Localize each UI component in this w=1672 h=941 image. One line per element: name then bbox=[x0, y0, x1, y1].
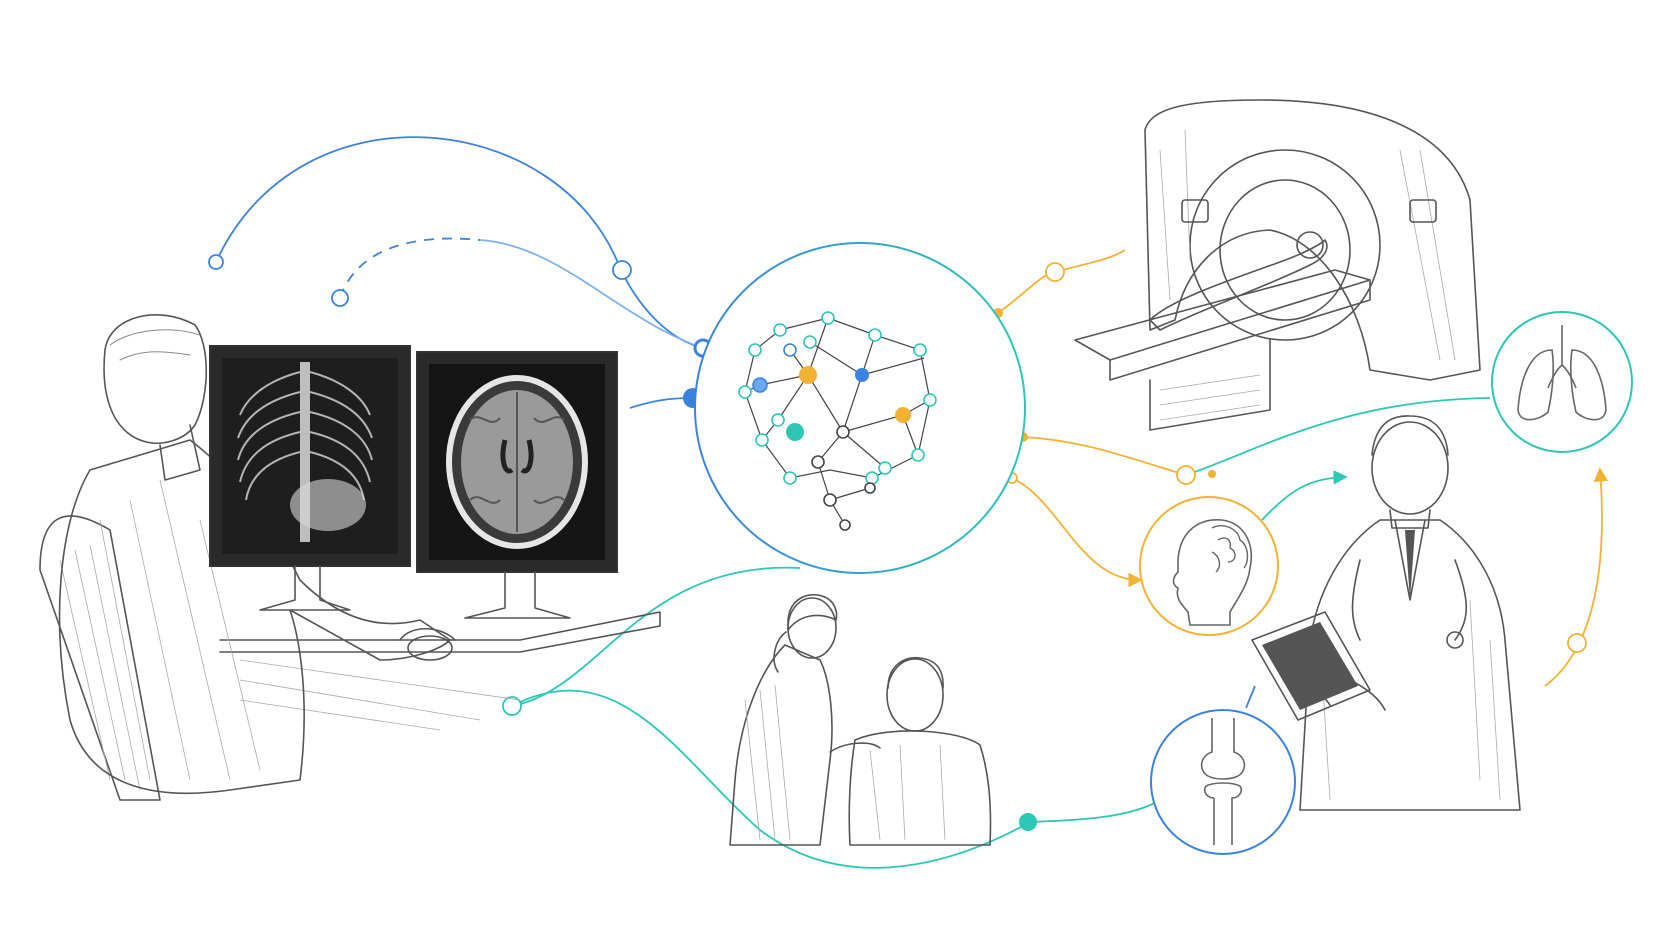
node-orange-7 bbox=[1567, 633, 1587, 653]
orange-doctor-to-lungs bbox=[1544, 467, 1609, 687]
node-orange-2 bbox=[1045, 262, 1065, 282]
node-blue-1 bbox=[208, 254, 224, 270]
blue-tick-to-knee bbox=[1245, 685, 1256, 709]
doctor-with-tablet-sketch bbox=[1251, 415, 1521, 811]
brain-mri-monitor bbox=[416, 351, 618, 619]
blue-arc-top bbox=[215, 136, 704, 349]
head-brain-profile-icon bbox=[1139, 496, 1279, 636]
lungs-icon bbox=[1491, 311, 1633, 453]
node-teal-2 bbox=[1019, 813, 1037, 831]
chest-xray-monitor bbox=[209, 345, 411, 611]
orange-to-head bbox=[1011, 477, 1143, 588]
teal-head-to-doctor bbox=[1261, 470, 1348, 521]
node-orange-6 bbox=[1208, 470, 1216, 478]
ai-brain-network-icon bbox=[694, 242, 1026, 574]
orange-to-mri bbox=[997, 249, 1126, 314]
blue-fade-arc bbox=[479, 239, 704, 349]
mri-scanner-with-patient-sketch bbox=[1074, 99, 1481, 431]
nurse-with-patient-sketch bbox=[729, 594, 992, 846]
teal-to-lungs bbox=[1185, 397, 1491, 476]
node-orange-5 bbox=[1176, 465, 1196, 485]
node-blue-3 bbox=[612, 260, 632, 280]
connector-lines bbox=[215, 136, 1609, 869]
node-blue-2 bbox=[331, 289, 349, 307]
knee-joint-icon bbox=[1150, 709, 1296, 855]
node-teal-1 bbox=[502, 696, 522, 716]
teal-lower-left bbox=[511, 566, 801, 707]
teal-bottom-loop bbox=[511, 689, 1161, 869]
orange-to-center bbox=[1022, 436, 1187, 476]
blue-dashed-arc bbox=[339, 237, 481, 299]
